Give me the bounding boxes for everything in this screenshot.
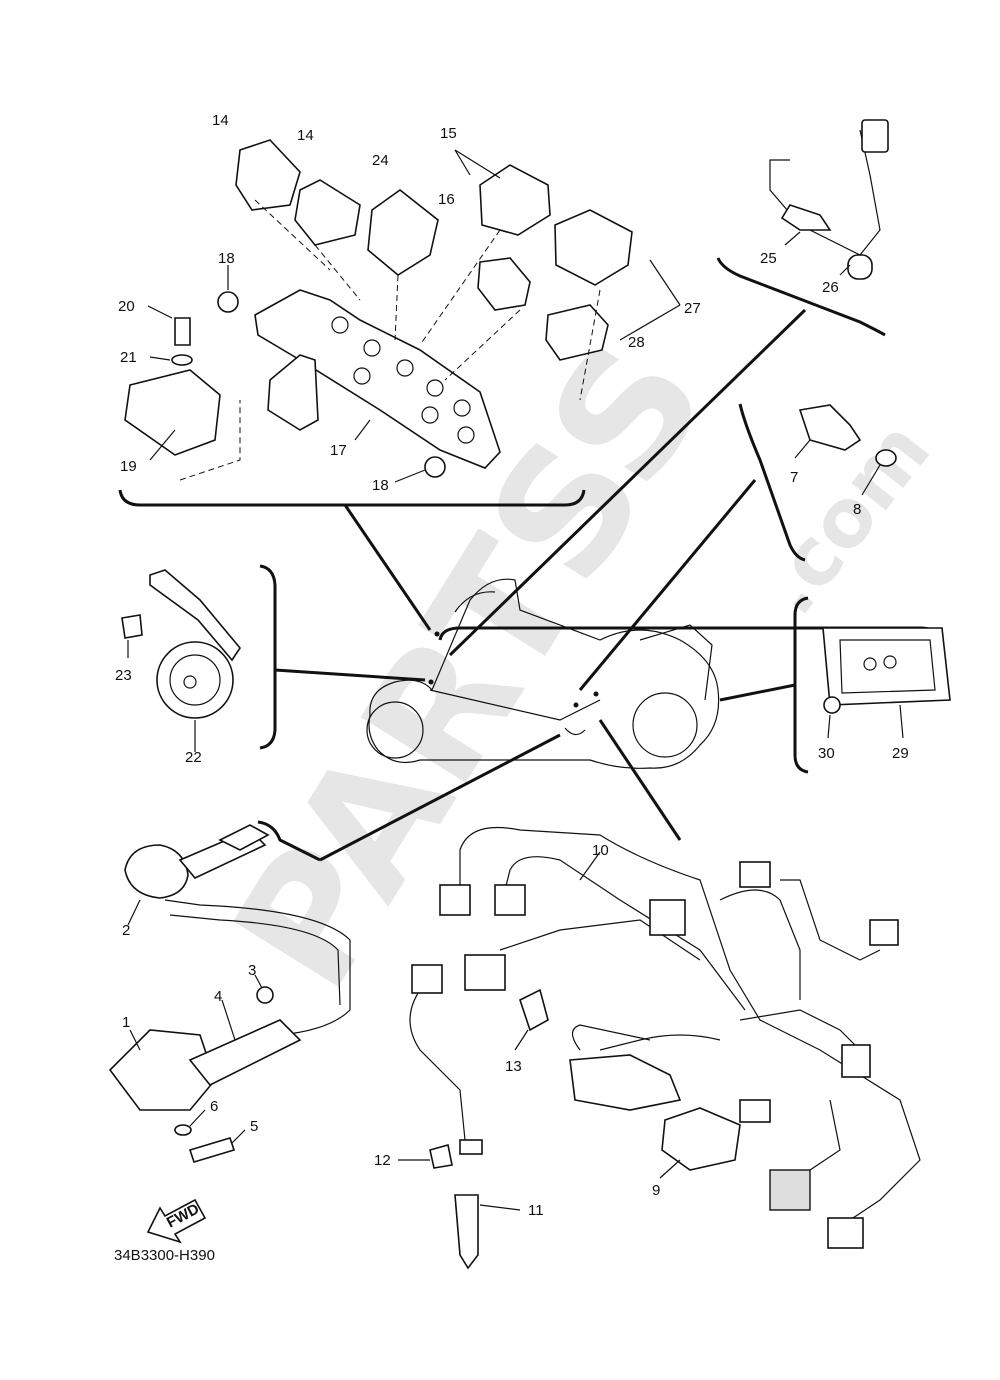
sensor-7 — [798, 404, 862, 451]
callout-23: 23 — [115, 667, 132, 684]
washer-6 — [174, 1124, 192, 1136]
connector-g — [841, 1044, 871, 1078]
bolt-20 — [174, 317, 191, 346]
fwd-arrow: FWD — [146, 1198, 207, 1244]
callout-26: 26 — [822, 279, 839, 296]
callout-15: 15 — [440, 125, 457, 142]
callout-29: 29 — [892, 745, 909, 762]
connector-o2 — [411, 964, 443, 994]
cover-28 — [545, 304, 609, 361]
sleeve-26 — [847, 254, 873, 280]
callout-12: 12 — [374, 1152, 391, 1169]
callout-19: 19 — [120, 458, 137, 475]
connector-h — [739, 1099, 771, 1123]
relay-19 — [124, 369, 221, 456]
horn-bracket — [149, 569, 241, 662]
callout-3: 3 — [248, 962, 256, 979]
callout-30: 30 — [818, 745, 835, 762]
relay-14-a — [235, 139, 301, 211]
callout-24: 24 — [372, 152, 389, 169]
callout-9: 9 — [652, 1182, 660, 1199]
connector-e — [869, 919, 899, 946]
fwd-arrow-icon — [146, 1198, 207, 1244]
nut-18-b — [424, 456, 446, 478]
callout-leaders — [127, 231, 904, 1211]
motorcycle-silhouette — [366, 578, 720, 769]
callouts: 14 14 24 15 16 27 28 18 20 21 19 17 18 2… — [115, 112, 909, 1219]
callout-13: 13 — [505, 1058, 522, 1075]
clamp-13 — [519, 988, 549, 1032]
cover-16 — [477, 257, 531, 311]
connector-a — [439, 884, 471, 916]
bolt-23 — [121, 614, 143, 639]
callout-27: 27 — [684, 300, 701, 317]
lead-25 — [780, 204, 832, 231]
nut-18-a — [217, 291, 239, 313]
callout-8: 8 — [853, 501, 861, 518]
relay-15 — [479, 164, 551, 236]
callout-25: 25 — [760, 250, 777, 267]
callout-11: 11 — [528, 1202, 544, 1219]
horn-group — [121, 569, 241, 719]
lead-4 — [188, 1019, 302, 1087]
bolt-12 — [429, 1143, 453, 1169]
connector-c — [649, 899, 686, 936]
callout-7: 7 — [790, 469, 798, 486]
drawing-code: 34B3300-H390 — [114, 1247, 215, 1264]
relay-24 — [367, 188, 439, 276]
callout-22: 22 — [185, 749, 202, 766]
sensor-9 — [661, 1107, 741, 1171]
relay-group — [124, 139, 681, 481]
clamp-3 — [256, 986, 274, 1004]
bolt-5 — [188, 1137, 236, 1163]
connector-large — [769, 1169, 811, 1211]
harness-group — [409, 826, 921, 1270]
callout-18b: 18 — [372, 477, 389, 494]
callout-18a: 18 — [218, 250, 235, 267]
oxygen-sensor-11 — [454, 1194, 479, 1270]
switch-group — [822, 627, 951, 714]
sensor-group — [798, 404, 897, 467]
callout-28: 28 — [628, 334, 645, 351]
horn-22 — [156, 641, 234, 719]
connector-f — [464, 954, 506, 991]
relay-14-b — [294, 179, 361, 246]
gasket-8 — [875, 449, 897, 467]
leader-lines — [274, 308, 807, 862]
relay-27 — [554, 209, 633, 286]
connector-top — [861, 119, 889, 153]
callout-5: 5 — [250, 1118, 258, 1135]
callout-6: 6 — [210, 1098, 218, 1115]
plug-cap-2 — [124, 844, 189, 899]
connector-d — [739, 861, 771, 888]
nut-30 — [823, 696, 841, 714]
washer-21 — [171, 354, 193, 366]
lead-group — [769, 119, 889, 280]
callout-20: 20 — [118, 298, 135, 315]
callout-10: 10 — [592, 842, 609, 859]
callout-14a: 14 — [212, 112, 229, 129]
connector-bottom — [827, 1217, 864, 1249]
callout-14b: 14 — [297, 127, 314, 144]
connector-b — [494, 884, 526, 916]
sensor-body — [569, 1054, 682, 1111]
callout-4: 4 — [214, 988, 222, 1005]
callout-17: 17 — [330, 442, 347, 459]
callout-21: 21 — [120, 349, 137, 366]
callout-1: 1 — [122, 1014, 130, 1031]
callout-16: 16 — [438, 191, 455, 208]
grommet — [459, 1139, 483, 1155]
coil-group — [108, 824, 351, 1163]
bracket-stay — [267, 354, 319, 431]
callout-2: 2 — [122, 922, 130, 939]
